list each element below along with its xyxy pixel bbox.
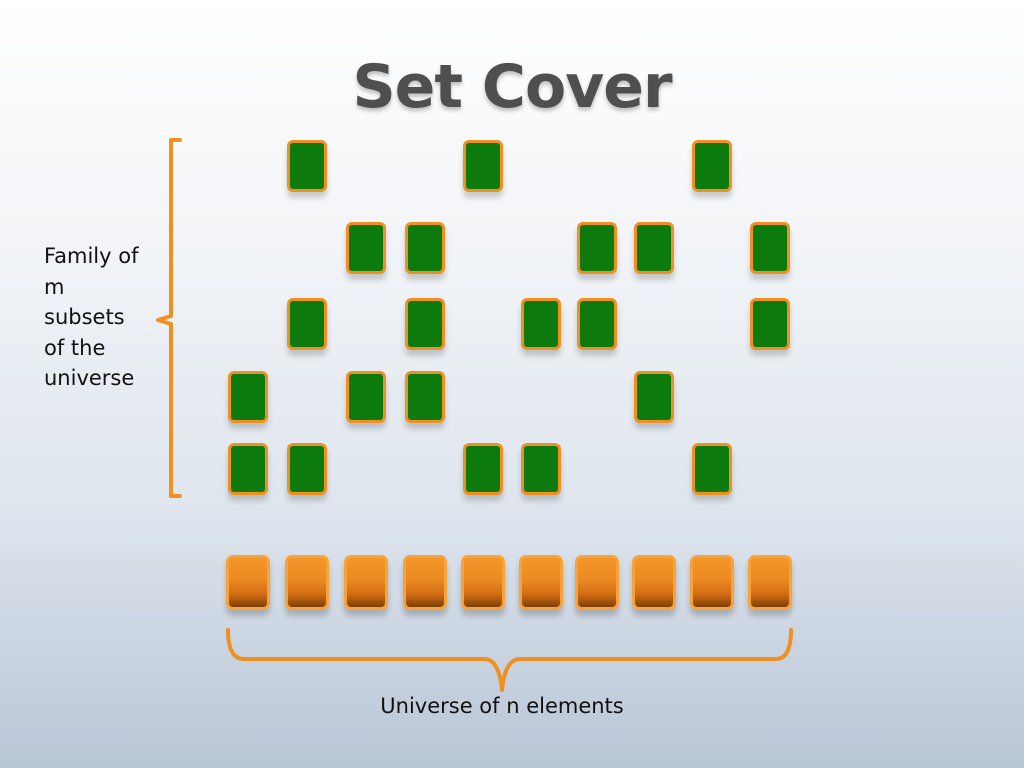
universe-element: [690, 555, 734, 610]
family-label: Family of m subsets of the universe: [44, 241, 154, 394]
subset-cell: [521, 298, 561, 350]
universe-element: [403, 555, 447, 610]
subset-cell: [577, 298, 617, 350]
family-bracket: [156, 138, 182, 498]
subset-cell: [405, 222, 445, 274]
subset-cell: [287, 140, 327, 192]
universe-element: [344, 555, 388, 610]
subset-cell: [405, 298, 445, 350]
subset-cell: [750, 298, 790, 350]
family-label-line: universe: [44, 366, 135, 390]
universe-element: [461, 555, 505, 610]
family-label-line: Family of: [44, 244, 139, 268]
subset-cell: [692, 140, 732, 192]
subset-cell: [287, 443, 327, 495]
universe-label: Universe of n elements: [380, 694, 624, 718]
universe-element: [226, 555, 270, 610]
subset-cell: [463, 443, 503, 495]
subset-cell: [463, 140, 503, 192]
subset-cell: [750, 222, 790, 274]
subset-cell: [228, 371, 268, 423]
slide-title: Set Cover: [352, 52, 672, 122]
subset-cell: [692, 443, 732, 495]
universe-element: [748, 555, 792, 610]
universe-element: [285, 555, 329, 610]
family-label-line: subsets: [44, 305, 125, 329]
universe-element: [519, 555, 563, 610]
subset-cell: [287, 298, 327, 350]
subset-cell: [634, 222, 674, 274]
universe-element: [632, 555, 676, 610]
subset-cell: [521, 443, 561, 495]
universe-brace: [226, 628, 793, 692]
subset-cell: [228, 443, 268, 495]
subset-cell: [634, 371, 674, 423]
family-label-line: m: [44, 274, 65, 299]
subset-cell: [346, 222, 386, 274]
universe-element: [575, 555, 619, 610]
subset-cell: [577, 222, 617, 274]
subset-cell: [346, 371, 386, 423]
subset-cell: [405, 371, 445, 423]
family-label-line: of the: [44, 335, 106, 360]
